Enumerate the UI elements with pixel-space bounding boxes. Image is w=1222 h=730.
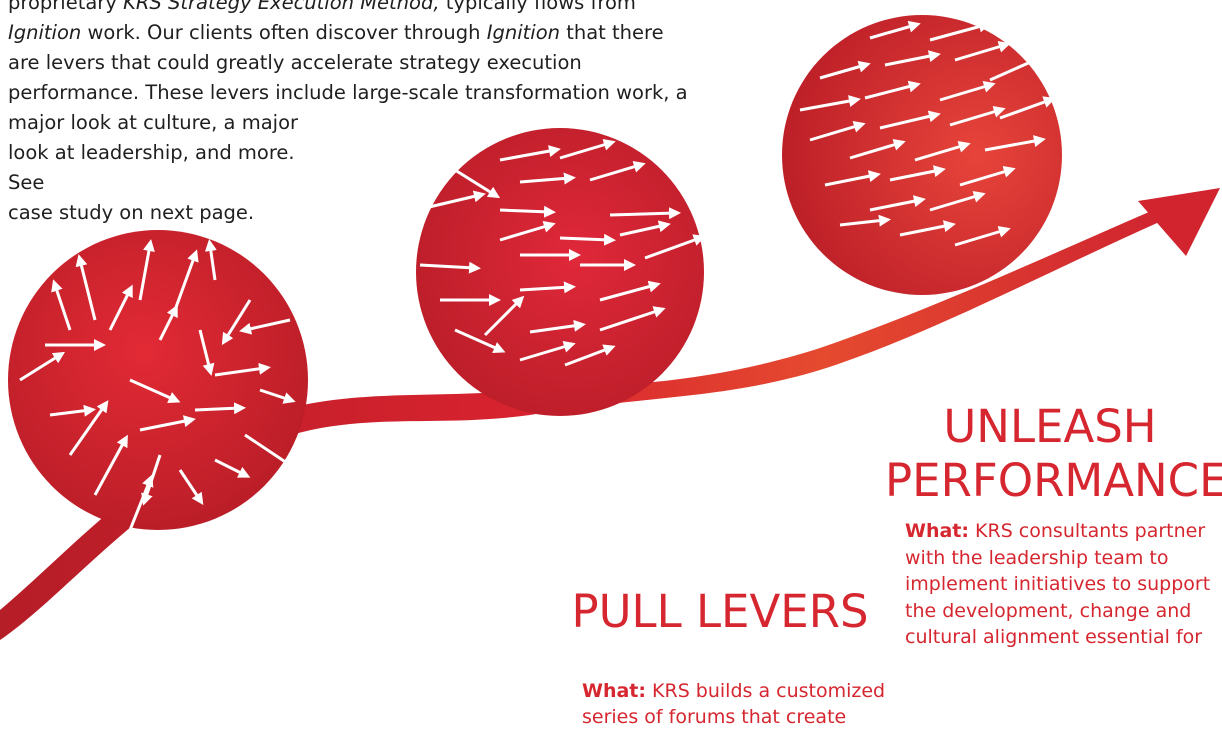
unleash-line-4: the development, change and xyxy=(905,599,1192,622)
what-label: What: xyxy=(905,520,969,542)
ignition-term: Ignition xyxy=(486,21,560,44)
what-label: What: xyxy=(582,680,646,702)
stage-description-pull-levers: What: KRS builds a customized series of … xyxy=(582,678,902,730)
intro-text: proprietary xyxy=(8,0,124,14)
intro-text: typically flows from xyxy=(439,0,636,14)
intro-line-5: major look at culture, a major xyxy=(8,111,299,134)
ignition-term: Ignition xyxy=(8,21,82,44)
progress-arrowhead xyxy=(1138,188,1220,256)
stage-circle-1 xyxy=(8,230,308,530)
intro-text: work. Our clients often discover through xyxy=(81,21,487,44)
method-name: KRS Strategy Execution Method, xyxy=(123,0,440,14)
aligning-arrows xyxy=(419,138,706,367)
progress-diagram xyxy=(0,15,1220,640)
intro-paragraph: proprietary KRS Strategy Execution Metho… xyxy=(8,0,768,228)
intro-text: that there xyxy=(560,21,664,44)
intro-line-7: case study on next page. xyxy=(8,201,255,224)
unleash-line-5: cultural alignment essential for xyxy=(905,626,1203,648)
description-text: KRS consultants partner xyxy=(969,520,1206,542)
intro-line-3: are levers that could greatly accelerate… xyxy=(8,51,582,74)
stage-description-unleash: What: KRS consultants partner with the l… xyxy=(905,518,1222,651)
unleash-line-2: with the leadership team to xyxy=(905,546,1169,569)
stage-heading-pull-levers: PULL LEVERS xyxy=(571,585,869,638)
pull-levers-line-1: What: KRS builds a customized xyxy=(582,678,902,704)
description-text: KRS builds a customized xyxy=(646,680,886,702)
aligned-arrows xyxy=(799,20,1056,247)
heading-line-2: PERFORMANCE xyxy=(885,454,1222,507)
intro-line-1: proprietary KRS Strategy Execution Metho… xyxy=(8,0,768,18)
pull-levers-line-2: series of forums that create xyxy=(582,706,847,728)
unleash-line-1: What: KRS consultants partner xyxy=(905,518,1222,545)
intro-line-6: look at leadership, and more. See xyxy=(8,141,295,194)
chaotic-arrows xyxy=(19,239,296,531)
intro-line-4: performance. These levers include large-… xyxy=(8,81,688,104)
heading-line-1: UNLEASH xyxy=(943,400,1157,453)
unleash-line-3: implement initiatives to support xyxy=(905,573,1211,595)
stage-heading-unleash-performance: UNLEASH PERFORMANCE xyxy=(885,400,1222,508)
intro-line-2: Ignition work. Our clients often discove… xyxy=(8,18,768,48)
